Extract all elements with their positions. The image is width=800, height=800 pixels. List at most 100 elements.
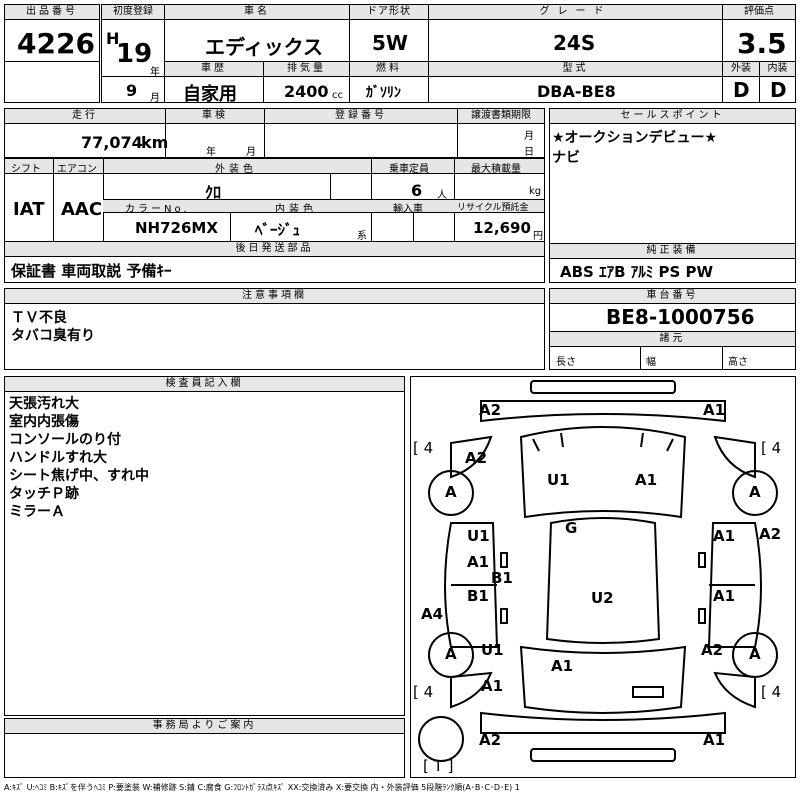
color-no: NH726MX bbox=[135, 219, 218, 237]
recycle-fee: 12,690 bbox=[473, 219, 531, 237]
mark-bumper-right: A1 bbox=[703, 731, 726, 749]
mark-hood-left: A2 bbox=[465, 449, 488, 467]
import-label: 輸入車 bbox=[393, 204, 423, 215]
interior-color-label: 内装色 bbox=[275, 204, 317, 215]
displacement-label: 排気量 bbox=[264, 62, 349, 77]
grade: 24S bbox=[553, 31, 596, 55]
sales-point-cell: セールスポイント ★オークションデビュー★ ナビ 純正装備 ABS ｴｱB ｱﾙ… bbox=[549, 108, 796, 283]
inspection-year-unit: 年 bbox=[206, 147, 216, 158]
note-line: タバコ臭有り bbox=[11, 328, 95, 344]
exterior-score-label: 外装 bbox=[723, 62, 759, 77]
inspector-cell: 検査員記入欄 天張汚れ大 室内内張傷 コンソールのり付 ハンドルすれ大 シート焦… bbox=[4, 376, 405, 716]
spec-label: 諸元 bbox=[550, 331, 795, 347]
mark-door-fl-u1: U1 bbox=[467, 527, 490, 545]
transfer-month-unit: 月 bbox=[524, 131, 534, 142]
tire-depth-fl: [ 4 bbox=[413, 439, 434, 457]
exterior-score-cell: 外装 D bbox=[722, 61, 760, 103]
inspector-line: ハンドルすれ大 bbox=[9, 450, 107, 466]
chassis-cell: 車台番号 BE8-1000756 諸元 長さ 幅 高さ bbox=[549, 288, 796, 370]
year-unit: 年 bbox=[150, 67, 160, 78]
exterior-color: ｸﾛ bbox=[205, 183, 222, 202]
inspection-label: 車検 bbox=[166, 109, 264, 124]
mark-side-a4: A4 bbox=[421, 605, 444, 623]
notes-cell: 注意事項欄 ＴＶ不良 タバコ臭有り bbox=[4, 288, 545, 370]
mileage: 77,074 bbox=[81, 133, 143, 152]
lot-number-cell: 出品番号 4226 bbox=[4, 4, 100, 62]
transfer-deadline-label: 譲渡書類期限 bbox=[458, 109, 544, 124]
later-parts-cell: 後日発送部品 保証書 車両取説 予備ｷｰ bbox=[4, 241, 545, 283]
transfer-deadline-cell: 譲渡書類期限 月 日 bbox=[457, 108, 545, 158]
mark-fender-fr-a2: A2 bbox=[759, 525, 782, 543]
reg-number-label: 登録番号 bbox=[265, 109, 457, 124]
lot-blank-cell bbox=[4, 61, 100, 103]
max-load-unit: kg bbox=[529, 186, 542, 197]
inspector-line: タッチＰ跡 bbox=[9, 486, 79, 502]
tire-depth-rr: [ 4 bbox=[761, 683, 782, 701]
score-label: 評価点 bbox=[723, 5, 795, 20]
reg-number-cell: 登録番号 bbox=[264, 108, 458, 158]
tire-depth-fr: [ 4 bbox=[761, 439, 782, 457]
exterior-score: D bbox=[733, 78, 750, 102]
first-registration-label: 初度登録 bbox=[102, 5, 164, 20]
mileage-label: 走行 bbox=[5, 109, 165, 124]
era: H bbox=[106, 29, 120, 48]
fuel-label: 燃料 bbox=[350, 62, 428, 77]
recycle-label: リサイクル預託金 bbox=[457, 203, 529, 213]
ac: AAC bbox=[61, 199, 103, 220]
office-label: 事務局よりご案内 bbox=[5, 719, 404, 734]
width-label: 幅 bbox=[646, 357, 656, 368]
genuine-equipment-label: 純正装備 bbox=[550, 243, 795, 259]
mark-rear-left-a1: A1 bbox=[481, 677, 504, 695]
tire-fl: A bbox=[445, 483, 457, 501]
car-outline bbox=[418, 380, 778, 762]
tire-rr: A bbox=[749, 645, 761, 663]
legend-footer: A:ｷｽﾞ U:ﾍｺﾐ B:ｷｽﾞを伴うﾍｺﾐ P:要塗装 W:補修跡 S:錆 … bbox=[4, 783, 520, 792]
interior-color-unit: 系 bbox=[357, 231, 367, 242]
mark-pillar-b1: B1 bbox=[491, 569, 513, 587]
mark-door-rl-b1: B1 bbox=[467, 587, 489, 605]
transfer-day-unit: 日 bbox=[524, 147, 534, 158]
mark-bumper-left: A2 bbox=[479, 731, 502, 749]
recycle-unit: 円 bbox=[533, 231, 543, 242]
inspection-cell: 車検 年 月 bbox=[165, 108, 265, 158]
note-line: ＴＶ不良 bbox=[11, 310, 67, 326]
sales-point-line: ★オークションデビュー★ bbox=[552, 130, 718, 146]
tire-fr: A bbox=[749, 483, 761, 501]
sales-point-label: セールスポイント bbox=[550, 109, 795, 124]
interior-score-cell: 内装 D bbox=[759, 61, 796, 103]
inspector-line: シート焦げ中、すれ中 bbox=[9, 468, 149, 484]
model-cell: 型式 DBA-BE8 bbox=[428, 61, 723, 103]
interior-score-label: 内装 bbox=[760, 62, 795, 77]
car-name-cell: 車名 エディックス bbox=[164, 4, 350, 62]
interior-color: ﾍﾞｰｼﾞｭ bbox=[255, 221, 301, 239]
fuel-cell: 燃料 ｶﾞｿﾘﾝ bbox=[349, 61, 429, 103]
score-cell: 評価点 3.5 bbox=[722, 4, 796, 62]
chassis-number: BE8-1000756 bbox=[606, 305, 755, 329]
sales-point-line: ナビ bbox=[552, 150, 580, 166]
notes-label: 注意事項欄 bbox=[5, 289, 544, 304]
door-cell: ドア形状 5W bbox=[349, 4, 429, 62]
mark-front-left: A2 bbox=[479, 401, 502, 419]
car-diagram: [ 4 [ 4 [ 4 [ 4 [ T ] A A A A A2 A1 A2 U… bbox=[410, 376, 796, 778]
month-unit: 月 bbox=[150, 93, 160, 104]
grade-label: グレード bbox=[429, 5, 722, 20]
max-load-label: 最大積載量 bbox=[471, 164, 521, 175]
inspector-line: 室内内張傷 bbox=[9, 414, 79, 430]
genuine-equipment: ABS ｴｱB ｱﾙﾐ PS PW bbox=[560, 263, 714, 281]
mileage-cell: 走行 77,074 km bbox=[4, 108, 168, 158]
door-type: 5W bbox=[372, 31, 408, 55]
capacity: 6 bbox=[411, 181, 423, 200]
door-label: ドア形状 bbox=[350, 5, 428, 20]
color-no-label: カラーNo. bbox=[125, 204, 190, 215]
mark-rear-left-u1: U1 bbox=[481, 641, 504, 659]
mark-roof-u1: U1 bbox=[547, 471, 570, 489]
mark-glass: G bbox=[565, 519, 578, 537]
displacement: 2400 bbox=[284, 82, 329, 101]
history-label: 車歴 bbox=[165, 62, 263, 77]
lot-number-label: 出品番号 bbox=[5, 5, 99, 20]
registration-month: 9 bbox=[126, 81, 138, 100]
later-parts: 保証書 車両取説 予備ｷｰ bbox=[11, 262, 172, 280]
later-parts-label: 後日発送部品 bbox=[5, 242, 544, 257]
inspector-label: 検査員記入欄 bbox=[5, 377, 404, 392]
inspector-line: ミラーＡ bbox=[9, 504, 65, 520]
